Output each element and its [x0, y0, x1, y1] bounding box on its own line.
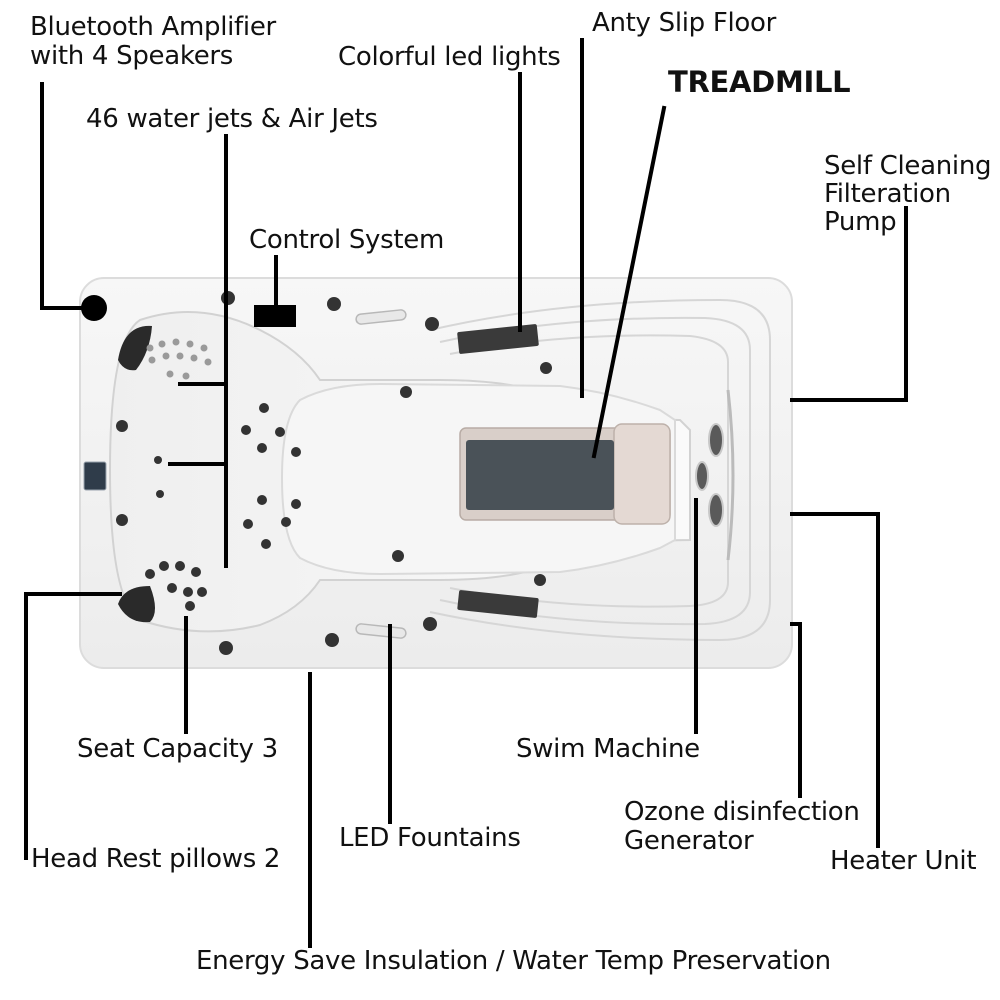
led-fountain-bottom: [355, 623, 407, 639]
head-rest-pillow-bottom: [118, 586, 155, 623]
treadmill-console: [613, 423, 671, 525]
label-energy-save-insulation: Energy Save Insulation / Water Temp Pres…: [196, 946, 831, 976]
led-light-bottom: [457, 590, 539, 618]
label-ozone-generator: Ozone disinfection Generator: [624, 798, 860, 856]
label-self-cleaning-line2: Filteration: [824, 179, 951, 209]
treadmill-belt: [466, 440, 614, 510]
label-bluetooth-line2: with 4 Speakers: [30, 41, 234, 71]
left-wall-panel: [83, 461, 107, 491]
label-heater-unit: Heater Unit: [830, 846, 977, 876]
treadmill: [459, 423, 671, 525]
label-treadmill: TREADMILL: [668, 65, 851, 99]
label-self-cleaning-pump: Self Cleaning Filteration Pump: [824, 151, 992, 237]
leader-lines: [24, 38, 908, 948]
label-control-system: Control System: [249, 225, 445, 255]
label-anti-slip-floor: Anty Slip Floor: [592, 8, 777, 38]
swim-machine-jets: [695, 423, 724, 527]
label-ozone-line2: Generator: [624, 826, 754, 856]
label-bluetooth-line1: Bluetooth Amplifier: [30, 12, 276, 42]
control-panel-icon: [254, 305, 296, 327]
label-colorful-led-lights: Colorful led lights: [338, 42, 561, 72]
label-water-jets: 46 water jets & Air Jets: [86, 104, 378, 134]
label-self-cleaning-line3: Pump: [824, 207, 897, 237]
swim-machine-housing: [726, 389, 735, 561]
label-head-rest-pillows: Head Rest pillows 2: [31, 844, 281, 874]
air-jets: [146, 338, 212, 380]
led-fountain-top: [355, 309, 407, 325]
label-swim-machine: Swim Machine: [516, 734, 700, 764]
label-led-fountains: LED Fountains: [339, 823, 521, 853]
speaker-dot-icon: [81, 295, 107, 321]
label-self-cleaning-line1: Self Cleaning: [824, 151, 992, 181]
label-ozone-line1: Ozone disinfection: [624, 797, 860, 827]
label-bluetooth-amplifier: Bluetooth Amplifier with 4 Speakers: [30, 13, 276, 71]
head-rest-pillow-top: [118, 325, 152, 371]
label-seat-capacity: Seat Capacity 3: [77, 734, 278, 764]
